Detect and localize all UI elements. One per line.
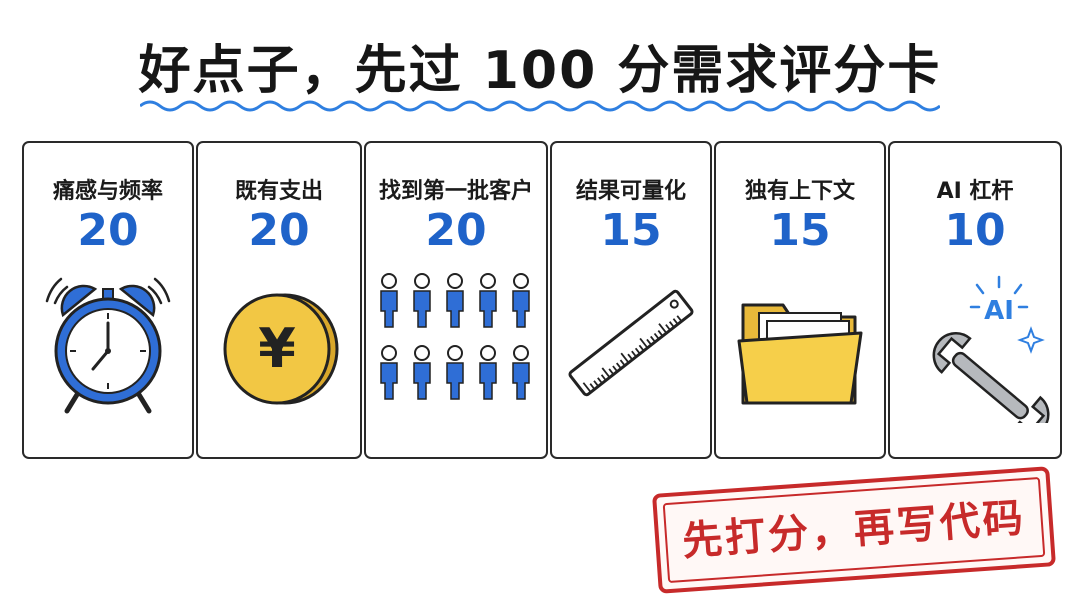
card-score: 20 bbox=[77, 205, 139, 256]
person-icon bbox=[512, 345, 530, 400]
stamp-badge: 先打分，再写代码 bbox=[651, 466, 1057, 594]
score-cards: 痛感与频率 20 bbox=[22, 141, 1062, 463]
card-score: 15 bbox=[769, 205, 831, 256]
card-score: 15 bbox=[600, 205, 662, 256]
person-icon bbox=[380, 345, 398, 400]
folder-icon bbox=[737, 303, 863, 405]
card-label: 找到第一批客户 bbox=[378, 179, 533, 204]
page-title: 好点子，先过 100 分需求评分卡 bbox=[138, 41, 942, 101]
alarm-clock-icon bbox=[45, 277, 171, 414]
coin-symbol: ¥ bbox=[258, 317, 296, 380]
card-measurable-result: 结果可量化 15 bbox=[550, 141, 712, 459]
card-label: AI 杠杆 bbox=[936, 179, 1014, 204]
people-group-icon bbox=[380, 273, 530, 400]
person-icon bbox=[446, 273, 464, 328]
stamp-text: 先打分，再写代码 bbox=[662, 476, 1046, 584]
card-label: 独有上下文 bbox=[744, 179, 855, 204]
card-label: 结果可量化 bbox=[575, 179, 686, 204]
card-ai-leverage: AI 杠杆 10 AI bbox=[888, 141, 1062, 459]
card-pain-frequency: 痛感与频率 20 bbox=[22, 141, 194, 459]
person-icon bbox=[446, 345, 464, 400]
person-icon bbox=[479, 273, 497, 328]
person-icon bbox=[413, 345, 431, 400]
card-score: 20 bbox=[425, 205, 487, 256]
title-underline-wave bbox=[140, 100, 940, 112]
yuan-coin-icon: ¥ bbox=[223, 293, 339, 405]
person-icon bbox=[479, 345, 497, 400]
card-unique-context: 独有上下文 15 bbox=[714, 141, 886, 459]
card-label: 痛感与频率 bbox=[52, 179, 163, 204]
wrench-ai-icon: AI bbox=[932, 275, 1050, 423]
card-first-customers: 找到第一批客户 20 bbox=[364, 141, 548, 459]
card-score: 10 bbox=[944, 205, 1006, 256]
card-label: 既有支出 bbox=[234, 179, 323, 204]
card-existing-spend: 既有支出 20 ¥ bbox=[196, 141, 362, 459]
person-icon bbox=[512, 273, 530, 328]
person-icon bbox=[413, 273, 431, 328]
card-score: 20 bbox=[248, 205, 310, 256]
ai-badge: AI bbox=[984, 296, 1014, 326]
ruler-icon bbox=[568, 289, 694, 397]
person-icon bbox=[380, 273, 398, 328]
